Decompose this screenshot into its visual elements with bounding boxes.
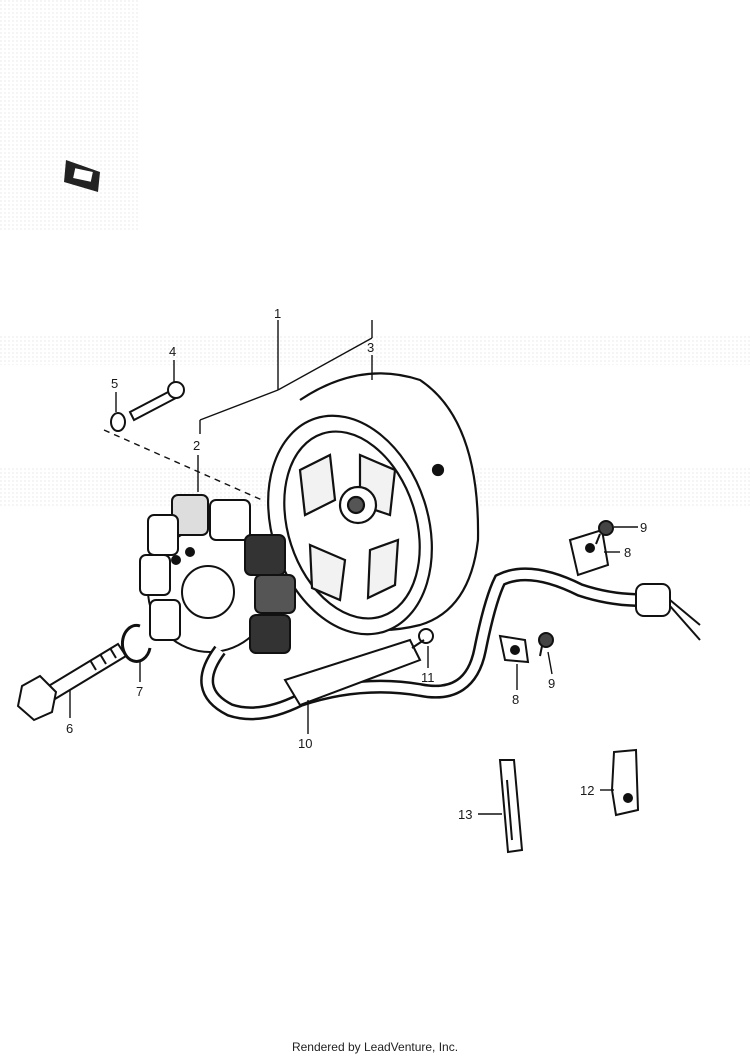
stator (139, 494, 296, 654)
scan-noise (0, 0, 750, 508)
callout-11: 11 (421, 670, 435, 685)
lock-washer (110, 412, 126, 432)
callout-13: 13 (458, 807, 472, 822)
callout-6: 6 (66, 721, 73, 736)
callout-1: 1 (274, 306, 281, 321)
leader-lines (69, 320, 638, 815)
callout-10: 10 (298, 736, 312, 751)
fwd-arrow-icon (64, 160, 100, 192)
callout-12: 12 (580, 783, 594, 798)
clamp-screw (411, 628, 434, 649)
plate (498, 759, 524, 854)
flywheel-rotor (267, 372, 480, 636)
clamp-lower (498, 634, 530, 664)
footer-credit: Rendered by LeadVenture, Inc. (291, 1040, 459, 1054)
small-bolt-upper (595, 520, 614, 545)
clamp-upper (568, 528, 610, 577)
screw (128, 381, 185, 422)
callout-9-upper: 9 (640, 520, 647, 535)
callout-4: 4 (169, 344, 176, 359)
wiring-harness (200, 567, 701, 721)
callout-5: 5 (111, 376, 118, 391)
callout-2: 2 (193, 438, 200, 453)
callout-8-lower: 8 (512, 692, 519, 707)
bolt (16, 642, 128, 722)
callout-8-upper: 8 (624, 545, 631, 560)
callout-9-lower: 9 (548, 676, 555, 691)
callout-labels: 1 2 3 4 5 6 7 8 8 9 9 10 11 12 13 (66, 306, 647, 822)
callout-7: 7 (136, 684, 143, 699)
bracket (610, 748, 640, 817)
callout-3: 3 (367, 340, 374, 355)
small-bolt-lower (538, 632, 554, 657)
circlip (120, 623, 152, 663)
